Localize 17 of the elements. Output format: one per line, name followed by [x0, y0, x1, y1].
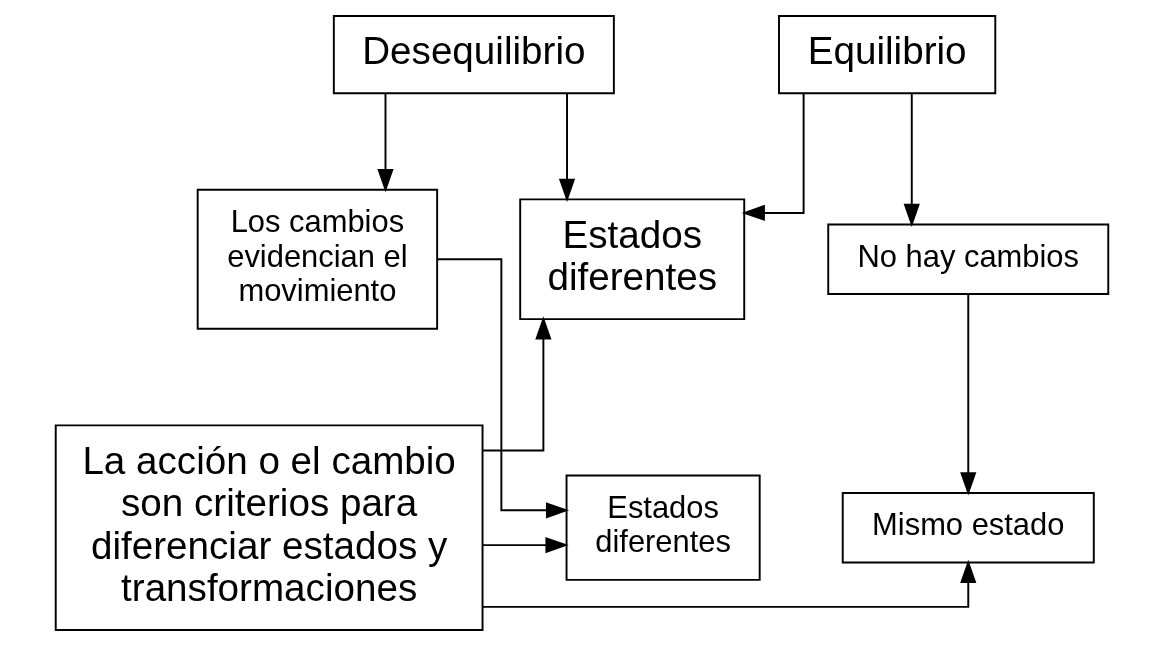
- node-box: No hay cambios: [826, 223, 1109, 295]
- arrow: [903, 93, 920, 227]
- node-box: La acción o el cambio son criterios para diferenciar estados y transformaciones: [54, 424, 483, 632]
- arrow: [481, 559, 976, 608]
- arrow: [436, 258, 569, 519]
- node-box: Desequilibrio: [332, 14, 615, 95]
- arrow: [741, 92, 805, 222]
- arrow: [376, 93, 394, 193]
- arrow: [481, 316, 551, 452]
- node-box: Estados diferentes: [565, 474, 761, 581]
- arrow: [481, 536, 569, 554]
- arrow: [959, 293, 976, 496]
- node-box: Estados diferentes: [518, 198, 745, 321]
- node-box: Mismo estado: [841, 492, 1095, 564]
- node-box: Equilibrio: [777, 14, 996, 95]
- arrow: [558, 93, 575, 202]
- node-box: Los cambios evidencian el movimiento: [196, 188, 438, 330]
